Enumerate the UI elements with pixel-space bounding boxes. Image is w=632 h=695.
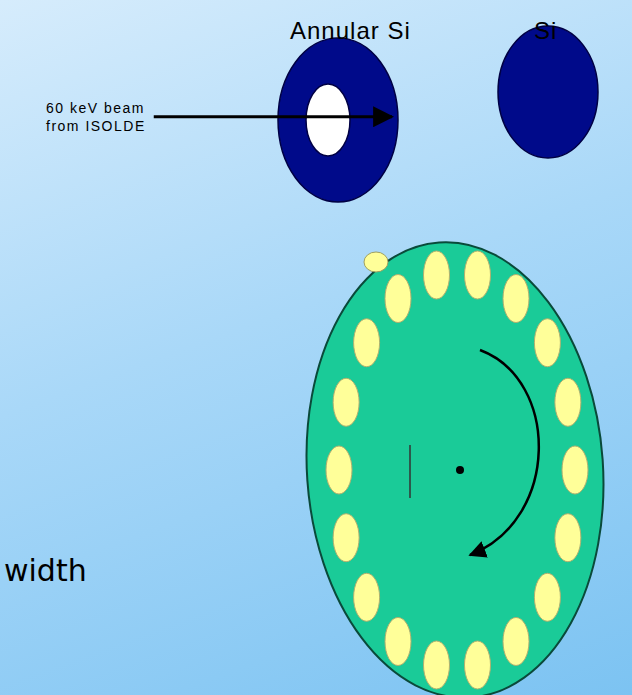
foil-spot: [326, 446, 352, 494]
foil-spots: [326, 251, 588, 689]
foil-spot: [424, 641, 450, 689]
text-fragment: width: [4, 552, 87, 590]
foil-spot: [385, 617, 411, 665]
rotation-arrow: [470, 350, 539, 555]
beam-arrow: [154, 115, 392, 118]
foil-spot: [364, 252, 388, 272]
si-detector: [498, 26, 598, 158]
foil-spot: [503, 617, 529, 665]
wheel-mark: [409, 445, 411, 498]
foil-spot: [385, 275, 411, 323]
foil-spot: [555, 514, 581, 562]
foil-spot: [333, 514, 359, 562]
detector-label: Si: [534, 16, 557, 46]
foil-spot: [562, 446, 588, 494]
foil-spot: [354, 319, 380, 367]
foil-spot: [555, 378, 581, 426]
catcher-wheel: [291, 232, 618, 695]
detector-label: Annular Si: [290, 16, 411, 46]
foil-spot: [464, 251, 490, 299]
annular-si-detector: [278, 38, 398, 202]
foil-spot: [333, 378, 359, 426]
beam-label: 60 keV beam from ISOLDE: [46, 100, 158, 135]
wheel-axis: [456, 466, 464, 474]
foil-spot: [534, 319, 560, 367]
annular-hole: [306, 84, 350, 156]
foil-spot: [354, 573, 380, 621]
foil-spot: [464, 641, 490, 689]
foil-spot: [534, 573, 560, 621]
foil-spot: [424, 251, 450, 299]
foil-spot: [503, 275, 529, 323]
